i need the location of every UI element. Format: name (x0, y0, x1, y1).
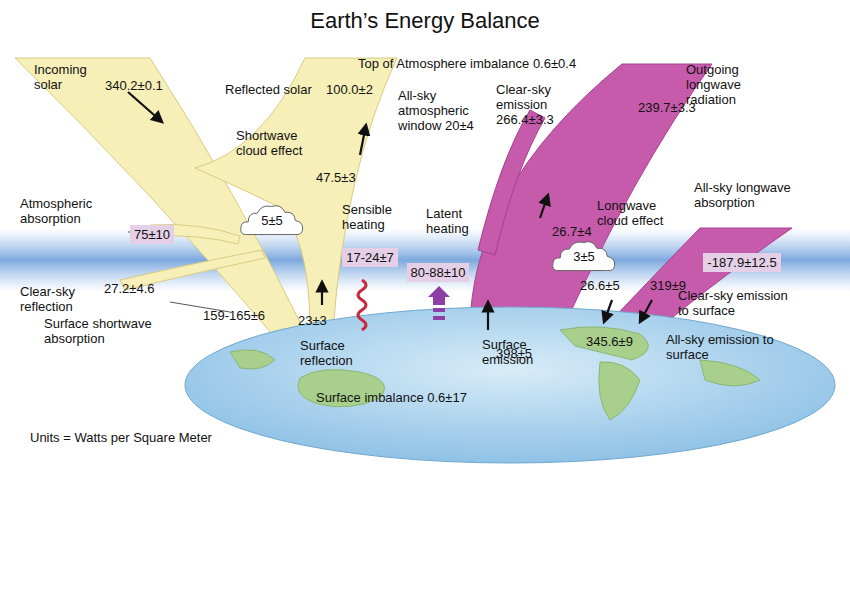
node-value: 17-24±7 (346, 250, 394, 265)
flow-label: Surface imbalance 0.6±17 (316, 390, 467, 405)
flow-label: Outgoing longwave radiation (686, 62, 766, 107)
node-value: 80-88±10 (411, 265, 466, 280)
flow-label: All-sky emission to surface (666, 332, 776, 362)
flow-label: 23±3 (298, 313, 327, 328)
sensible-heat-squiggle (358, 280, 366, 330)
flow-label: 26.7±4 (552, 224, 592, 239)
node-value: 5±5 (261, 213, 283, 228)
node-value: -187.9±12.5 (707, 255, 776, 270)
flow-label: 100.0±2 (326, 82, 373, 97)
flow-label: 26.6±5 (580, 278, 620, 293)
flow-label: Clear-sky emission 266.4±3.3 (496, 82, 576, 127)
highlight-box: 75±10 (130, 225, 174, 244)
flow-label: Shortwave cloud effect (236, 128, 308, 158)
highlight-box: 17-24±7 (342, 248, 398, 267)
flow-label: Latent heating (426, 206, 482, 236)
latent-heat-arrow (428, 286, 450, 320)
highlight-box: 80-88±10 (407, 263, 470, 282)
leader-lines (128, 232, 230, 312)
flow-label: Longwave cloud effect (597, 198, 675, 228)
flow-label: Sensible heating (342, 202, 402, 232)
flow-label: Surface emission (482, 337, 547, 367)
cloud-node: 5±5 (239, 202, 305, 239)
flow-label: Clear-sky reflection (20, 284, 100, 314)
flow-label: 159-165±6 (203, 308, 265, 323)
diagram-title: Earth’s Energy Balance (0, 8, 850, 34)
flow-arrows (128, 92, 652, 330)
flow-label: All-sky atmospheric window 20±4 (398, 88, 476, 133)
node-value: 3±5 (573, 249, 595, 264)
flow-label: Clear-sky emission to surface (678, 288, 800, 318)
flow-label: Reflected solar (225, 82, 312, 97)
earth-surface (185, 307, 835, 463)
cloud-node: 3±5 (551, 238, 617, 275)
flow-label: Units = Watts per Square Meter (30, 430, 212, 445)
flow-label: 27.2±4.6 (104, 281, 155, 296)
flow-label: Top of Atmosphere imbalance 0.6±0.4 (358, 56, 576, 71)
flow-label: 345.6±9 (586, 334, 633, 349)
flow-label: Incoming solar (34, 62, 96, 92)
highlight-box: -187.9±12.5 (703, 253, 780, 272)
node-value: 75±10 (134, 227, 170, 242)
flow-label: Surface reflection (300, 338, 370, 368)
shortwave-flow (15, 58, 397, 334)
flow-label: 47.5±3 (316, 170, 356, 185)
flow-label: 340.2±0.1 (105, 78, 163, 93)
flow-label: All-sky longwave absorption (694, 180, 794, 210)
flow-label: Atmospheric absorption (20, 196, 124, 226)
flow-label: Surface shortwave absorption (44, 316, 194, 346)
